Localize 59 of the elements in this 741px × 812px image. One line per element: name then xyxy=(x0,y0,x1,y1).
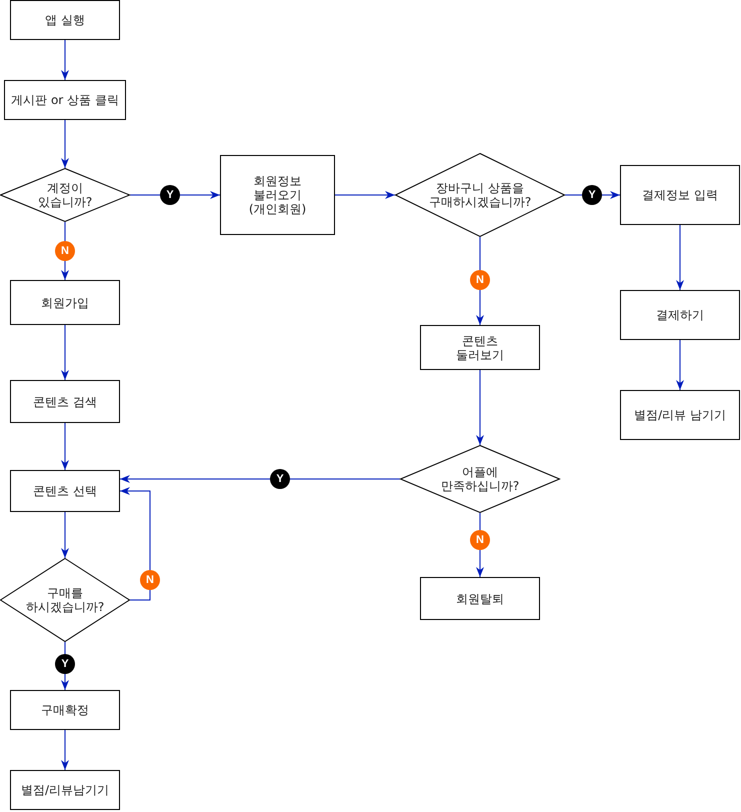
step-label: 별점/리뷰남기기 xyxy=(20,783,110,797)
edge-label: Y xyxy=(582,185,602,205)
edge-label: N xyxy=(470,530,490,550)
edge-label: N xyxy=(470,270,490,290)
process-box xyxy=(10,280,120,325)
arrow xyxy=(61,730,69,770)
arrow xyxy=(61,120,69,168)
edge-label: N xyxy=(140,570,160,590)
arrow xyxy=(476,236,484,326)
arrow xyxy=(334,191,396,199)
decision-diamond xyxy=(400,445,560,513)
process-box xyxy=(10,380,120,423)
step-label: 구매확정 xyxy=(41,703,89,717)
process-box xyxy=(4,80,126,120)
arrow xyxy=(61,324,69,380)
step-label: 앱 실행 xyxy=(45,13,85,27)
arrow xyxy=(120,475,400,483)
arrow xyxy=(676,224,684,290)
arrow xyxy=(130,191,220,199)
edge-label: Y xyxy=(160,185,180,205)
arrow xyxy=(61,222,69,280)
decision-diamond xyxy=(395,153,565,237)
step-label: 게시판 or 상품 클릭 xyxy=(11,93,119,107)
process-box xyxy=(220,155,335,235)
question-text: 계정이 있습니까? xyxy=(36,181,94,209)
process-box xyxy=(10,0,120,40)
arrow xyxy=(676,340,684,390)
arrow xyxy=(476,512,484,578)
process-box xyxy=(620,290,740,340)
arrow xyxy=(476,370,484,446)
step-label: 회원탈퇴 xyxy=(456,592,504,606)
arrow xyxy=(564,191,620,199)
step-label: 회원가입 xyxy=(41,296,89,310)
step-label: 콘텐츠 검색 xyxy=(33,394,97,408)
question-text: 구매를 하시겠습니까? xyxy=(24,586,106,614)
decision-diamond xyxy=(0,168,130,222)
step-label: 콘텐츠 둘러보기 xyxy=(455,334,505,362)
edge-label: Y xyxy=(270,469,290,489)
step-label: 콘텐츠 선택 xyxy=(33,484,97,498)
step-label: 결제하기 xyxy=(656,308,704,322)
process-box xyxy=(10,770,120,810)
process-box xyxy=(420,577,540,620)
arrow xyxy=(61,40,69,80)
process-box xyxy=(620,165,740,225)
arrow xyxy=(120,487,150,600)
edge-label: N xyxy=(55,241,75,261)
step-label: 결제정보 입력 xyxy=(642,188,718,202)
process-box xyxy=(620,390,740,440)
arrow xyxy=(61,512,69,558)
decision-diamond xyxy=(0,558,130,642)
step-label: 별점/리뷰 남기기 xyxy=(634,408,726,422)
step-label: 회원정보 불러오기 (개인회원) xyxy=(248,174,308,216)
process-box xyxy=(420,325,540,370)
edge-label: Y xyxy=(55,654,75,674)
question-text: 장바구니 상품을 구매하시겠습니까? xyxy=(428,181,532,209)
process-box xyxy=(10,470,120,512)
arrow xyxy=(61,422,69,470)
process-box xyxy=(10,690,120,730)
question-text: 어플에 만족하십니까? xyxy=(440,465,520,493)
